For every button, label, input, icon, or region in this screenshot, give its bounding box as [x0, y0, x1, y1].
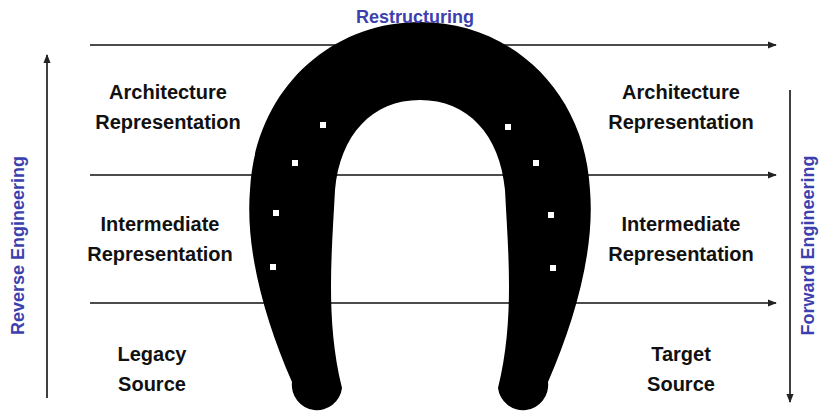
- process-heading: Forward Engineering: [795, 155, 822, 335]
- process-heading: Reverse Engineering: [5, 155, 32, 334]
- level-label: Architecture Representation: [595, 77, 767, 137]
- level-arrow: [90, 302, 776, 304]
- horseshoe: [249, 22, 591, 410]
- level-label: Intermediate Representation: [72, 209, 248, 269]
- level-label: Target Source: [635, 339, 727, 399]
- level-label: Legacy Source: [106, 339, 198, 399]
- level-label: Architecture Representation: [82, 77, 254, 137]
- process-heading: Restructuring: [356, 4, 474, 31]
- direction-arrow: [789, 90, 791, 402]
- level-arrow: [90, 174, 776, 176]
- level-label: Intermediate Representation: [593, 209, 769, 269]
- nail-holes: [270, 122, 556, 271]
- direction-arrow: [46, 55, 48, 398]
